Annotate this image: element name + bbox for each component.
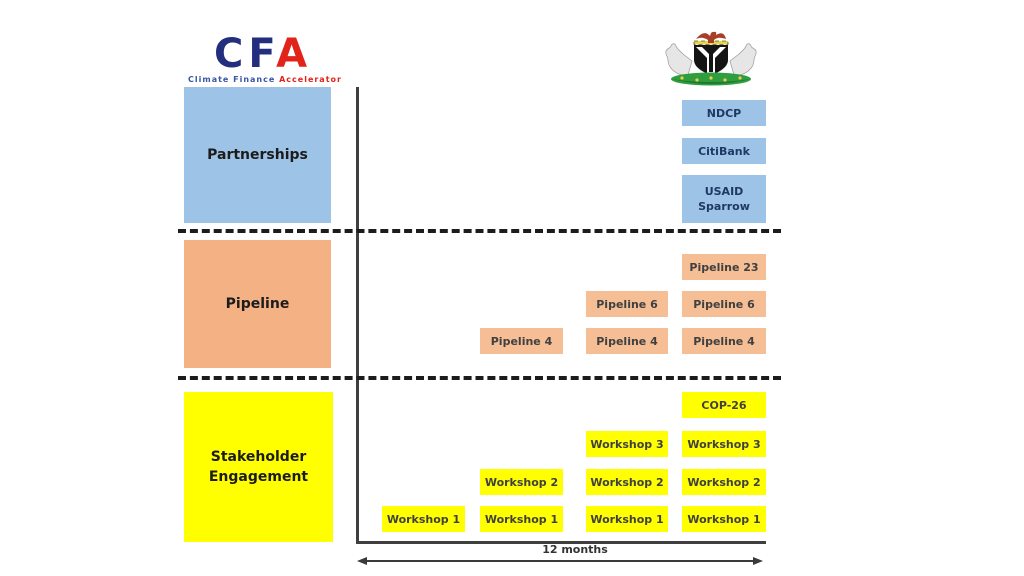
node-workshop-2: Workshop 2 xyxy=(586,469,668,495)
node-workshop-3: Workshop 3 xyxy=(682,431,766,457)
node-workshop-3: Workshop 3 xyxy=(586,431,668,457)
horizontal-axis-line xyxy=(356,541,766,544)
lane-label-stakeholder-engagement: Stakeholder Engagement xyxy=(184,392,333,542)
node-pipeline-6: Pipeline 6 xyxy=(586,291,668,317)
node-workshop-1: Workshop 1 xyxy=(682,506,766,532)
nigeria-coat-of-arms-icon xyxy=(652,27,770,87)
node-ndcp: NDCP xyxy=(682,100,766,126)
node-pipeline-23: Pipeline 23 xyxy=(682,254,766,280)
node-workshop-1: Workshop 1 xyxy=(382,506,465,532)
timeline-arrowhead-right-icon xyxy=(753,557,763,565)
node-usaid-sparrow: USAID Sparrow xyxy=(682,175,766,223)
logo-subtitle-main: Climate Finance xyxy=(188,75,276,84)
node-citibank: CitiBank xyxy=(682,138,766,164)
logo-letters-cf: CF xyxy=(213,31,277,77)
node-pipeline-6: Pipeline 6 xyxy=(682,291,766,317)
cfa-logo-text: CFA xyxy=(188,34,338,74)
lane-divider-dashed-bottom xyxy=(178,376,781,380)
lane-divider-dashed-top xyxy=(178,229,781,233)
timeline-arrow-line xyxy=(365,560,755,562)
lane-label-partnerships: Partnerships xyxy=(184,87,331,223)
lane-label-pipeline: Pipeline xyxy=(184,240,331,368)
timeline-duration-label: 12 months xyxy=(542,543,608,556)
node-cop-26: COP-26 xyxy=(682,392,766,418)
node-pipeline-4: Pipeline 4 xyxy=(586,328,668,354)
cfa-logo: CFA Climate Finance Accelerator xyxy=(188,34,341,84)
logo-subtitle-accent: Accelerator xyxy=(279,75,342,84)
node-workshop-2: Workshop 2 xyxy=(682,469,766,495)
logo-letter-a: A xyxy=(276,31,313,77)
node-pipeline-4: Pipeline 4 xyxy=(480,328,563,354)
vertical-axis-line xyxy=(356,87,359,543)
node-workshop-2: Workshop 2 xyxy=(480,469,563,495)
timeline-arrowhead-left-icon xyxy=(357,557,367,565)
node-pipeline-4: Pipeline 4 xyxy=(682,328,766,354)
cfa-logo-subtitle: Climate Finance Accelerator xyxy=(188,75,341,84)
node-workshop-1: Workshop 1 xyxy=(586,506,668,532)
node-workshop-1: Workshop 1 xyxy=(480,506,563,532)
